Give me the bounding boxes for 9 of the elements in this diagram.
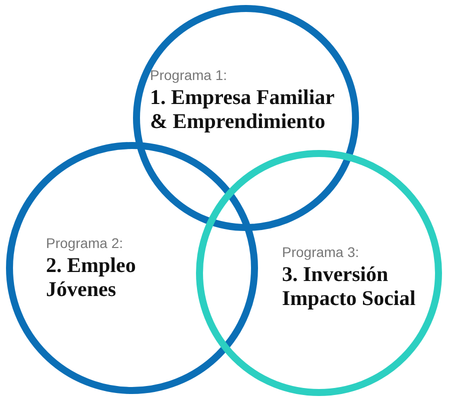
program-number: Programa 3:: [282, 244, 360, 260]
circle: [6, 142, 258, 394]
circle: [196, 150, 442, 396]
circle: [133, 5, 359, 231]
program-number: Programa 1:: [150, 67, 228, 83]
program-title: 2. Empleo Jóvenes: [46, 253, 137, 301]
program-title: 3. Inversión Impacto Social: [282, 262, 417, 310]
program-number: Programa 2:: [46, 235, 124, 251]
program-title: 1. Empresa Familiar & Emprendimiento: [150, 85, 336, 133]
